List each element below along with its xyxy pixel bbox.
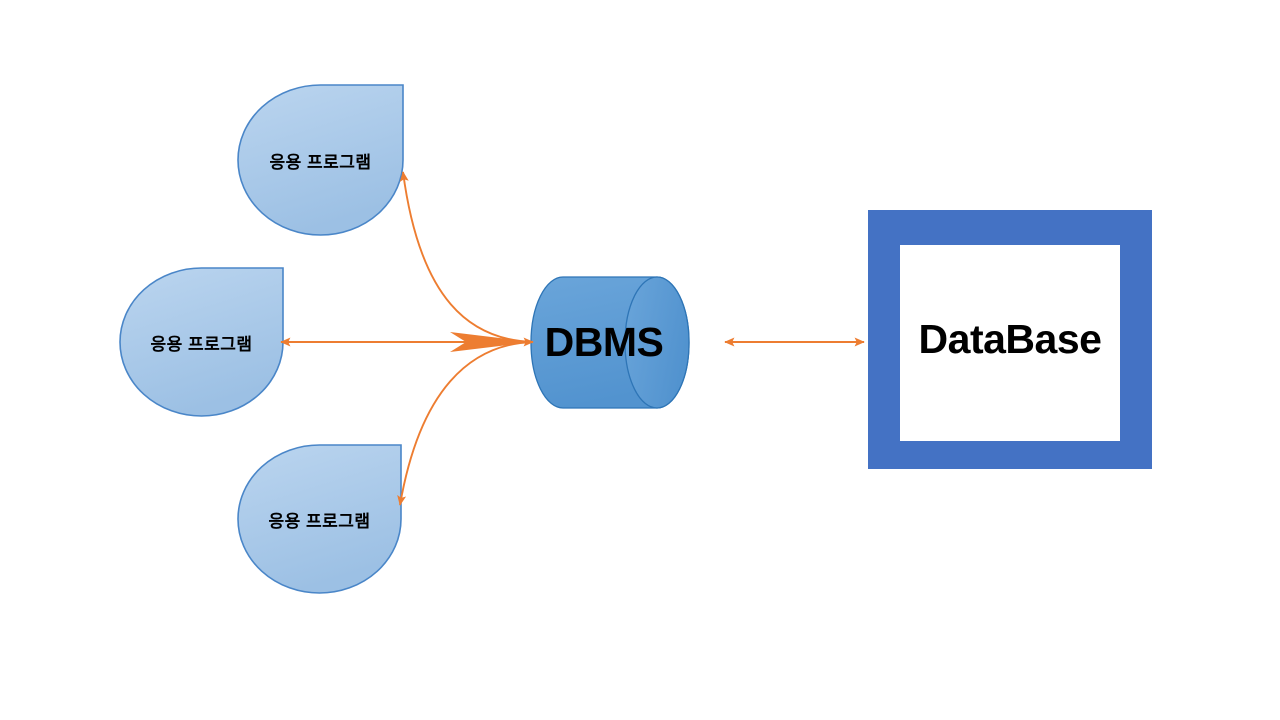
node-app-middle[interactable] xyxy=(119,267,284,417)
connector-dbms-to-app-top[interactable] xyxy=(399,171,534,343)
connector-dbms-to-app-bottom[interactable] xyxy=(397,341,534,506)
connector-app-top-to-dbms-head xyxy=(450,332,533,352)
app-bottom-teardrop-shape xyxy=(237,444,402,594)
database-frame-inner xyxy=(900,245,1120,441)
dbms-cylinder-cap-edge xyxy=(624,276,690,409)
node-dbms[interactable] xyxy=(530,276,690,409)
node-database[interactable] xyxy=(868,210,1152,469)
node-app-top[interactable] xyxy=(237,84,404,236)
app-middle-teardrop-shape xyxy=(119,267,284,417)
node-app-bottom[interactable] xyxy=(237,444,402,594)
app-top-teardrop-shape xyxy=(237,84,404,236)
